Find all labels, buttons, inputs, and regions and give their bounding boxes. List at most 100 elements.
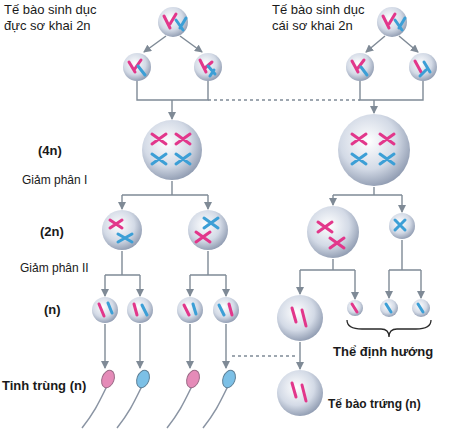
cell (102, 210, 142, 250)
chromosome (352, 134, 394, 144)
cell (123, 53, 151, 81)
division-arrow (144, 36, 166, 52)
division-arrow (388, 270, 389, 298)
egg-cell (277, 370, 323, 416)
division-arrow (139, 275, 140, 296)
chromosome (415, 61, 421, 72)
chromosome (118, 234, 132, 242)
chromosome (142, 305, 147, 315)
cell (127, 297, 153, 323)
division-arrow (373, 100, 374, 113)
split-line (105, 251, 226, 275)
chromosome (219, 305, 224, 315)
sperm-tail (117, 384, 143, 428)
cell (377, 7, 407, 37)
cell (346, 53, 374, 81)
chromosome (352, 304, 357, 312)
stage-label: Giảm phân I (22, 173, 87, 187)
chromosome (418, 304, 423, 312)
chromosome (292, 308, 306, 326)
polar-body-label: Thể định hướng (333, 344, 433, 360)
sperm-head (184, 368, 201, 389)
polar-body (412, 299, 430, 317)
sperm-head (134, 368, 151, 389)
cell-caption: Tế bào sinh dục đực sơ khai 2n (4, 2, 116, 33)
ploidy-label: (2n) (40, 224, 64, 240)
cell (92, 297, 118, 323)
chromosome (229, 304, 232, 315)
division-arrow (299, 270, 300, 294)
split-line (122, 181, 208, 195)
division-arrow (104, 275, 105, 296)
chromosome (352, 154, 394, 164)
division-arrow (171, 100, 172, 119)
chromosome (152, 154, 190, 164)
division-arrow (399, 36, 418, 52)
chromosome (164, 14, 176, 28)
brace (347, 320, 431, 337)
chromosome (318, 222, 344, 248)
egg-label: Tế bào trứng (n) (328, 397, 421, 411)
chromosome (193, 304, 196, 314)
division-arrow (121, 195, 122, 209)
maturation-arrow (299, 342, 300, 369)
cell (389, 213, 415, 239)
polar-body (380, 299, 398, 317)
cell (142, 120, 202, 180)
cell (177, 297, 203, 323)
female-cells (277, 7, 437, 416)
dashed-link (208, 99, 360, 100)
ploidy-label: (n) (44, 302, 61, 318)
chromosome (386, 304, 391, 312)
division-arrow (401, 195, 402, 212)
division-arrow (332, 195, 333, 205)
chromosome (134, 304, 137, 315)
chromosome (383, 14, 395, 28)
division-arrow (180, 36, 202, 52)
chromosome (176, 18, 186, 30)
chromosome (108, 303, 112, 313)
cell (188, 210, 228, 250)
chromosome (292, 383, 306, 401)
chromosome (361, 67, 367, 75)
chromosome (138, 66, 145, 75)
sperm-head (220, 368, 237, 389)
sperm-head (99, 368, 116, 389)
division-arrow (189, 275, 190, 296)
chromosome (395, 220, 405, 230)
cell (194, 53, 222, 81)
division-arrow (420, 270, 421, 298)
division-arrow (366, 36, 385, 52)
chromosome (204, 218, 218, 228)
cell (213, 297, 239, 323)
chromosome (110, 220, 122, 228)
cell (409, 53, 437, 81)
merge-line (360, 81, 423, 100)
chromosome (99, 304, 104, 316)
chromosome (420, 62, 430, 76)
chromosome (395, 18, 405, 30)
polar-body (347, 300, 363, 316)
division-lines (105, 36, 423, 369)
maturation-arrow (225, 324, 226, 368)
cell (338, 114, 410, 186)
maturation-arrow (139, 324, 140, 368)
stage-label: Giảm phân II (20, 261, 89, 275)
chromosome (208, 66, 215, 76)
division-arrow (354, 270, 355, 299)
maturation-arrow (104, 324, 105, 368)
sperm-label: Tinh trùng (n) (2, 378, 86, 394)
maturation-arrow (189, 324, 190, 368)
division-arrow (225, 275, 226, 296)
sperm-tail (167, 384, 193, 428)
chromosome (184, 305, 189, 315)
division-arrow (207, 195, 208, 209)
merge-line (137, 81, 208, 100)
cell-caption: Tế bào sinh dục cái sơ khai 2n (272, 2, 378, 33)
ploidy-label: (4n) (38, 143, 62, 159)
cell (158, 7, 188, 37)
chromosome (196, 232, 210, 242)
sperm-cells (82, 368, 238, 428)
